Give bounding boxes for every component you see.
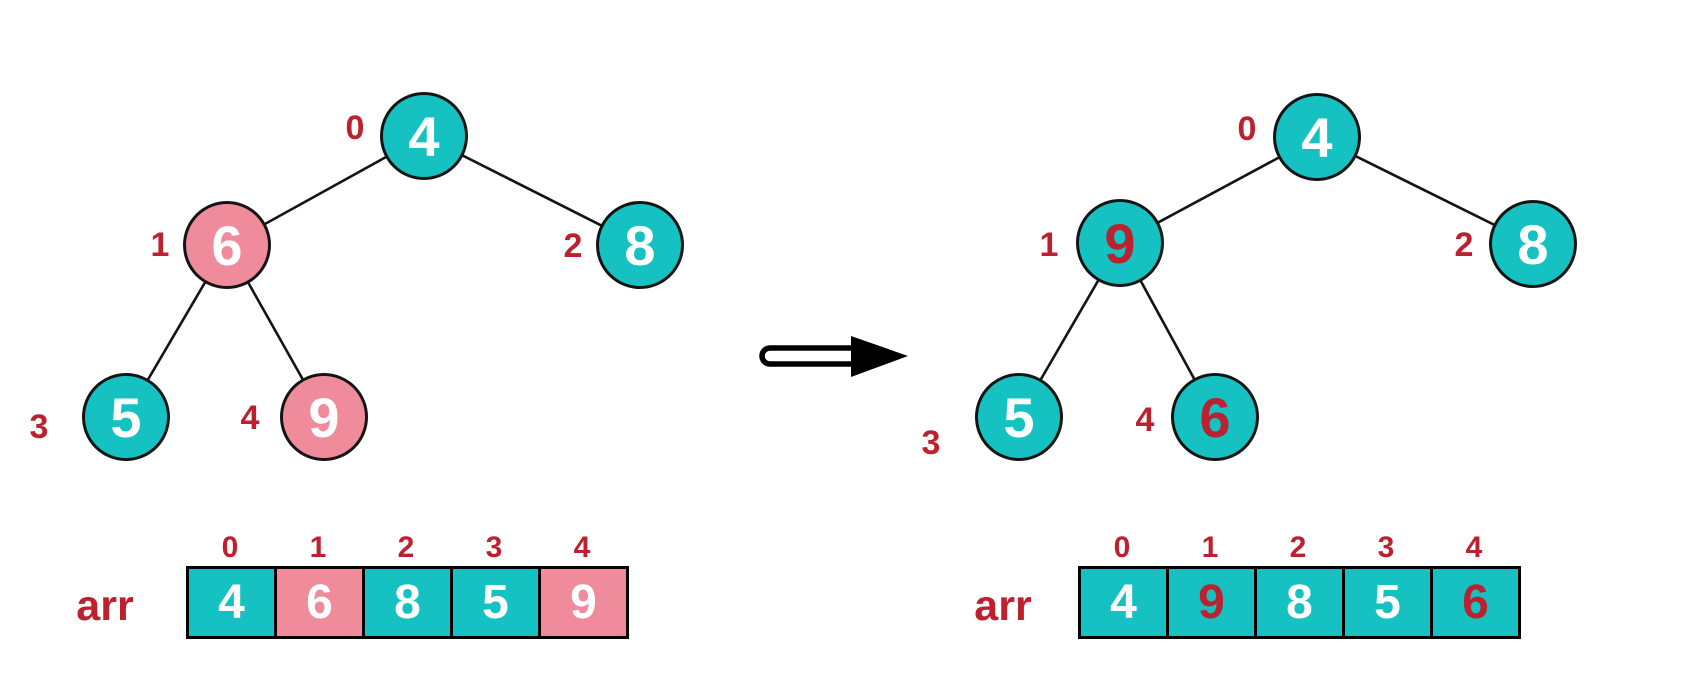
node-value: 6 (1199, 385, 1231, 449)
array-cell-swapped: 9 (1169, 569, 1257, 636)
tree-node: 8 (596, 201, 684, 289)
array-index-label: 1 (309, 531, 327, 564)
array-cell: 5 (1345, 569, 1433, 636)
array-index-label: 3 (485, 531, 503, 564)
array-cell: 8 (1257, 569, 1345, 636)
node-index-label: 2 (1454, 226, 1474, 264)
array-index-label: 4 (573, 531, 591, 564)
node-index-label: 0 (1237, 110, 1257, 148)
node-value: 9 (1104, 211, 1136, 275)
tree-node: 9 (280, 373, 368, 461)
node-index-label: 2 (563, 227, 583, 265)
node-value: 4 (1301, 105, 1333, 169)
node-value: 8 (624, 213, 656, 277)
tree-node-swapped: 9 (1076, 199, 1164, 287)
node-value: 6 (211, 213, 243, 277)
node-index-label: 0 (345, 109, 365, 147)
node-index-label: 4 (240, 399, 260, 437)
array-row: 4 6 8 5 9 (186, 566, 629, 639)
array-cell: 5 (453, 569, 541, 636)
tree-node: 4 (1273, 93, 1361, 181)
tree-node-swapped: 6 (1171, 373, 1259, 461)
node-value: 4 (408, 104, 440, 168)
node-index-label: 1 (1039, 226, 1059, 264)
array-cell-swapped: 6 (1433, 569, 1518, 636)
node-index-label: 3 (921, 424, 941, 462)
array-cell: 4 (1081, 569, 1169, 636)
array-row: 4 9 8 5 6 (1078, 566, 1521, 639)
node-index-label: 1 (150, 226, 170, 264)
array-index-label: 3 (1377, 531, 1395, 564)
transform-arrow-icon (759, 336, 908, 377)
node-value: 5 (110, 385, 142, 449)
array-cell: 8 (365, 569, 453, 636)
array-name-label: arr (974, 582, 1032, 630)
array-cell: 6 (277, 569, 365, 636)
array-index-label: 0 (221, 531, 239, 564)
tree-node: 8 (1489, 200, 1577, 288)
array-cell: 4 (189, 569, 277, 636)
node-index-label: 4 (1135, 401, 1155, 439)
tree-node: 6 (183, 201, 271, 289)
tree-node: 4 (380, 92, 468, 180)
array-index-label: 4 (1465, 531, 1483, 564)
node-index-label: 3 (29, 408, 49, 446)
tree-node: 5 (82, 373, 170, 461)
tree-node: 5 (975, 373, 1063, 461)
array-index-label: 2 (397, 531, 415, 564)
node-value: 8 (1517, 212, 1549, 276)
node-value: 9 (308, 385, 340, 449)
node-value: 5 (1003, 385, 1035, 449)
array-index-label: 1 (1201, 531, 1219, 564)
array-index-label: 2 (1289, 531, 1307, 564)
array-cell: 9 (541, 569, 626, 636)
array-index-label: 0 (1113, 531, 1131, 564)
array-name-label: arr (76, 582, 134, 630)
